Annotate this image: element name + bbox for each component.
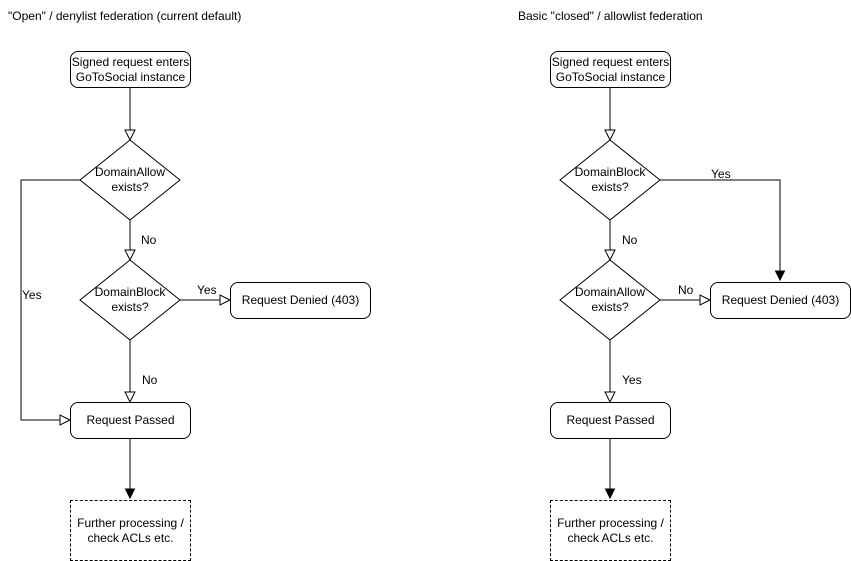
arrowhead-open	[59, 414, 72, 426]
denied-node: Request Denied (403)	[230, 282, 371, 319]
arrowhead-open	[124, 391, 136, 404]
connector-right-decision1-yes-to-denied	[660, 179, 781, 271]
arrowhead-open	[219, 294, 232, 306]
decision-diamond	[79, 139, 181, 221]
edge-label-yes: Yes	[622, 373, 642, 387]
further-node-label-line1: Further processing /	[77, 515, 184, 530]
arrowhead-solid	[774, 270, 786, 282]
passed-node-label: Request Passed	[86, 413, 175, 427]
further-processing-node: Further processing / check ACLs etc.	[550, 500, 671, 561]
passed-node-label: Request Passed	[566, 413, 655, 427]
arrowhead-open	[124, 129, 136, 142]
edge-label-yes: Yes	[22, 288, 42, 302]
edge-label-no: No	[678, 283, 694, 297]
arrowhead-open	[699, 294, 712, 306]
further-processing-node: Further processing / check ACLs etc.	[70, 500, 191, 561]
arrowhead-solid	[604, 488, 616, 500]
decision-diamond	[559, 259, 661, 341]
chart-title-open-denylist: "Open" / denylist federation (current de…	[8, 9, 242, 23]
further-node-label-line1: Further processing /	[557, 515, 664, 530]
arrowhead-solid	[124, 488, 136, 500]
edge-label-no: No	[141, 233, 157, 247]
edge-label-yes: Yes	[711, 167, 731, 181]
connector-left-decision1-yes-to-passed	[20, 179, 80, 421]
arrowhead-open	[604, 129, 616, 142]
edge-label-yes: Yes	[197, 283, 217, 297]
denied-node-label: Request Denied (403)	[721, 293, 840, 307]
edge-label-no: No	[622, 233, 638, 247]
decision-diamond	[559, 139, 661, 221]
denied-node-label: Request Denied (403)	[241, 293, 360, 307]
start-node: Signed request enters GoToSocial instanc…	[550, 51, 671, 88]
further-node-label-line2: check ACLs etc.	[87, 530, 174, 545]
start-node-label-line1: Signed request enters	[71, 54, 190, 69]
start-node-label-line2: GoToSocial instance	[75, 69, 186, 84]
edge-label-no: No	[142, 373, 158, 387]
start-node: Signed request enters GoToSocial instanc…	[70, 51, 191, 88]
passed-node: Request Passed	[70, 402, 191, 439]
start-node-label-line1: Signed request enters	[551, 54, 670, 69]
decision-diamond	[79, 259, 181, 341]
arrowhead-open	[604, 391, 616, 404]
further-node-label-line2: check ACLs etc.	[567, 530, 654, 545]
passed-node: Request Passed	[550, 402, 671, 439]
arrowhead-open	[604, 249, 616, 262]
arrowhead-open	[124, 249, 136, 262]
denied-node: Request Denied (403)	[710, 282, 851, 319]
start-node-label-line2: GoToSocial instance	[555, 69, 666, 84]
chart-title-closed-allowlist: Basic "closed" / allowlist federation	[518, 9, 703, 23]
